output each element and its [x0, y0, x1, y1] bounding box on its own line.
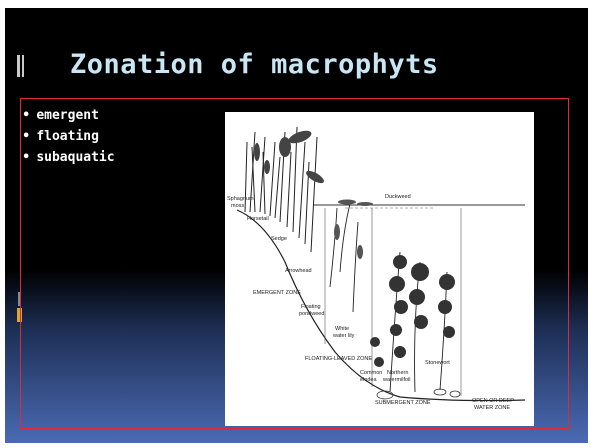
label-common: Common	[360, 370, 382, 376]
bullet-item: •floating	[22, 126, 115, 147]
label-submergent-zone: SUBMERGENT ZONE	[375, 400, 431, 406]
label-stonewort: Stonewort	[425, 360, 450, 366]
label-floating: Floating	[301, 304, 321, 310]
bullet-icon: •	[22, 129, 30, 144]
label-moss: moss	[231, 203, 244, 209]
label-duckweed: Duckweed	[385, 194, 411, 200]
top-border	[0, 0, 591, 8]
label-water-lily: water lily	[332, 333, 355, 339]
label-arrowhead: Arrowhead	[285, 268, 312, 274]
label-northern: Northern	[387, 370, 408, 376]
label-white: White	[335, 326, 349, 332]
label-watermilfoil: watermilfoil	[382, 377, 411, 383]
bottom-border	[0, 443, 591, 448]
label-water-zone: WATER ZONE	[474, 405, 510, 411]
label-elodea: elodea	[360, 377, 377, 383]
label-pondweed: pondweed	[299, 311, 324, 317]
label-horsetail: Horsetail	[247, 216, 269, 222]
label-emergent-zone: EMERGENT ZONE	[253, 290, 301, 296]
zonation-figure: Sphagnum moss Horsetail Sedge Duckweed A…	[225, 112, 534, 426]
bullet-item: •subaquatic	[22, 147, 115, 168]
accent-bar-thin	[22, 55, 24, 77]
label-floating-leaved-zone: FLOATING-LEAVED ZONE	[305, 356, 372, 362]
label-sphagnum: Sphagnum	[227, 196, 254, 202]
label-open-or-deep: OPEN OR DEEP	[472, 398, 514, 404]
label-sedge: Sedge	[271, 236, 287, 242]
bullet-list: •emergent •floating •subaquatic	[22, 105, 115, 168]
bullet-icon: •	[22, 108, 30, 123]
zonation-illustration: Sphagnum moss Horsetail Sedge Duckweed A…	[225, 112, 534, 426]
left-border	[0, 0, 5, 448]
bullet-item: •emergent	[22, 105, 115, 126]
slide-title: Zonation of macrophyts	[70, 49, 439, 80]
bullet-icon: •	[22, 150, 30, 165]
accent-bar	[17, 55, 20, 77]
